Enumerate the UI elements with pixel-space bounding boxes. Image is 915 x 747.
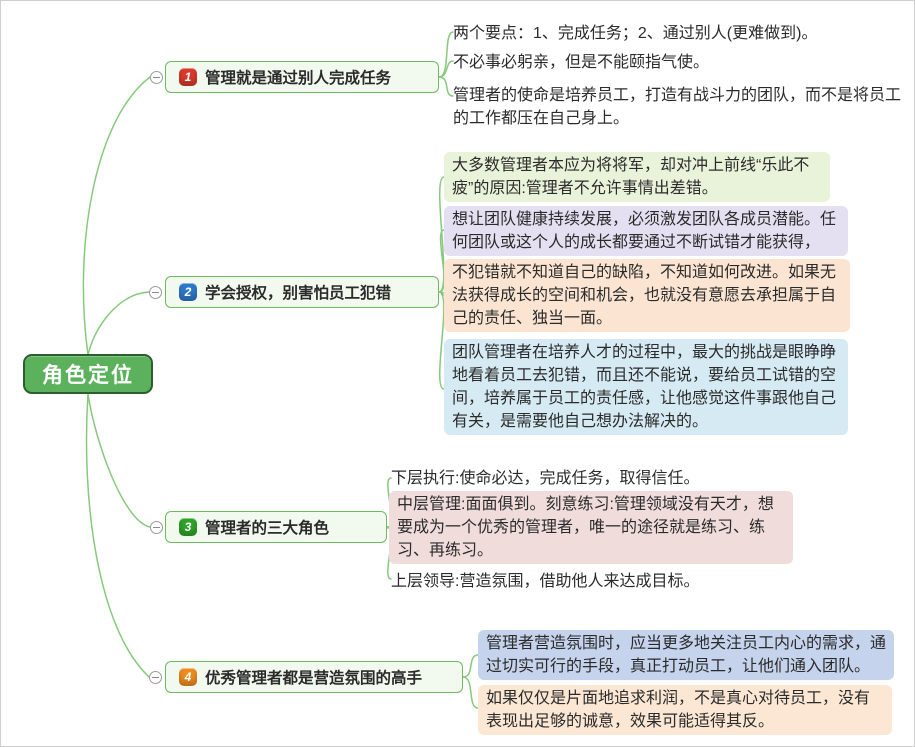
branch-2-label: 学会授权，别害怕员工犯错 (205, 285, 392, 302)
minus-icon (152, 677, 159, 678)
root-topic[interactable]: 角色定位 (23, 354, 153, 394)
branch-2-child-2[interactable]: 想让团队健康持续发展，必须激发团队各成员潜能。任何团队或这个人的成长都要通过不断… (444, 206, 848, 256)
branch-1-child-3[interactable]: 管理者的使命是培养员工，打造有战斗力的团队，而不是将员工的工作都压在自己身上。 (453, 87, 902, 127)
priority-2-icon: 2 (179, 283, 197, 301)
branch-4-child-2[interactable]: 如果仅仅是片面地追求利润，不是真心对待员工，没有表现出足够的诚意，效果可能适得其… (478, 685, 892, 735)
branch-2-child-1[interactable]: 大多数管理者本应为将将军，却对冲上前线“乐此不疲”的原因:管理者不允许事情出差错… (444, 152, 830, 202)
branch-3-label: 管理者的三大角色 (205, 520, 330, 537)
branch-3-child-2[interactable]: 中层管理:面面俱到。刻意练习:管理领域没有天才，想要成为一个优秀的管理者，唯一的… (389, 491, 793, 564)
branch-4-label: 优秀管理者都是营造氛围的高手 (205, 670, 423, 687)
collapse-handle-branch-3[interactable] (150, 521, 163, 534)
branch-1-label: 管理就是通过别人完成任务 (205, 70, 392, 87)
collapse-handle-branch-2[interactable] (149, 286, 162, 299)
priority-1-icon: 1 (179, 68, 197, 86)
branch-1-child-1[interactable]: 两个要点：1、完成任务；2、通过别人(更难做到)。 (453, 25, 818, 42)
branch-3-child-1[interactable]: 下层执行:使命必达，完成任务，取得信任。 (391, 470, 700, 487)
branch-node-4[interactable]: 4 优秀管理者都是营造氛围的高手 (165, 661, 463, 693)
minus-icon (153, 77, 160, 78)
branch-1-child-2[interactable]: 不必事必躬亲，但是不能颐指气使。 (453, 54, 710, 71)
priority-4-icon: 4 (179, 668, 197, 686)
minus-icon (152, 292, 159, 293)
branch-2-child-4[interactable]: 团队管理者在培养人才的过程中，最大的挑战是眼睁睁地看着员工去犯错，而且还不能说，… (444, 339, 848, 435)
branch-3-child-3[interactable]: 上层领导:营造氛围，借助他人来达成目标。 (391, 573, 700, 590)
branch-node-2[interactable]: 2 学会授权，别害怕员工犯错 (165, 276, 439, 308)
branch4-child-connectors (462, 654, 479, 709)
branch1-child-connectors (438, 31, 454, 97)
priority-3-icon: 3 (179, 518, 197, 536)
branch-node-3[interactable]: 3 管理者的三大角色 (165, 511, 387, 543)
branch-4-child-1[interactable]: 管理者营造氛围时，应当更多地关注员工内心的需求，通过切实可行的手段，真正打动员工… (478, 630, 894, 680)
collapse-handle-branch-1[interactable] (150, 71, 163, 84)
branch-2-child-3[interactable]: 不犯错就不知道自己的缺陷，不知道如何改进。如果无法获得成长的空间和机会，也就没有… (444, 259, 850, 332)
branch-node-1[interactable]: 1 管理就是通过别人完成任务 (165, 61, 439, 93)
minus-icon (153, 527, 160, 528)
collapse-handle-branch-4[interactable] (149, 671, 162, 684)
